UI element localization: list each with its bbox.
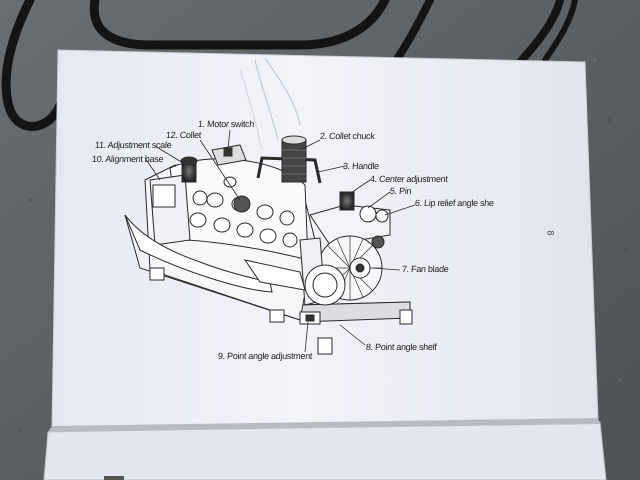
label-collet-chuck: 2. Collet chuck — [319, 131, 375, 141]
paper-wrinkles — [239, 57, 301, 151]
label-point-angle-shelf: 8. Point angle shelf — [365, 342, 437, 352]
label-fan-blade: 7. Fan blade — [401, 264, 449, 274]
collet-part — [233, 195, 251, 213]
label-pin: 5. Pin — [389, 186, 412, 196]
label-lip-relief-angle: 6. Lip relief angle she — [414, 198, 495, 208]
label-center-adjustment: 4. Center adjustment — [369, 174, 448, 184]
label-alignment-base: 10. Alignment base — [91, 154, 164, 164]
leader-lines — [144, 129, 416, 353]
power-cable — [1, 0, 578, 131]
page-tab — [104, 476, 124, 480]
drill-sharpener-illustration — [124, 135, 413, 355]
page-number: 8 — [545, 230, 556, 236]
label-handle: 3. Handle — [342, 161, 380, 171]
label-adjustment-scale: 11. Adjustment scale — [94, 140, 172, 150]
page-fold-shadow — [48, 418, 600, 432]
label-collet: 12. Collet — [165, 130, 202, 140]
vent-holes — [189, 176, 298, 248]
label-motor-switch: 1. Motor switch — [197, 119, 255, 129]
label-point-angle-adjustment: 9. Point angle adjustment — [217, 351, 313, 361]
